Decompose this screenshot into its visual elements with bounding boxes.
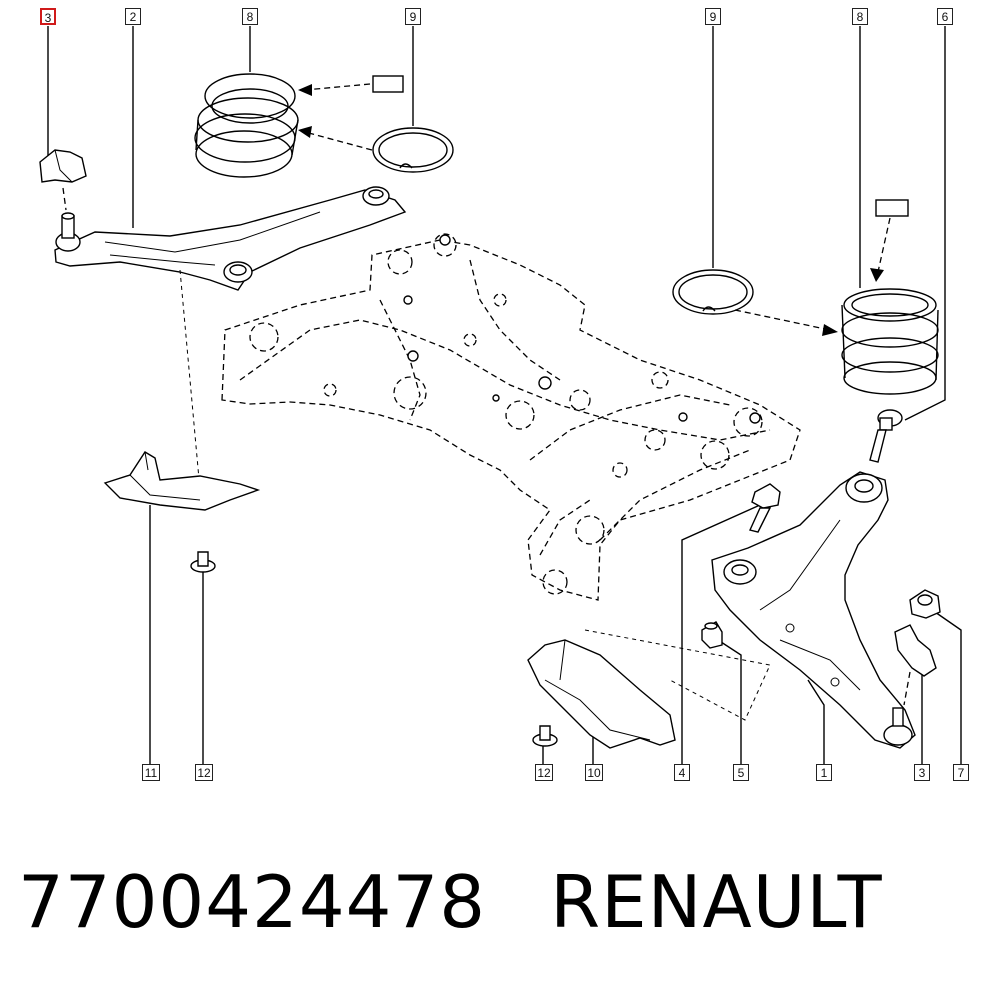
center-clip: [532, 725, 558, 747]
nut-7: [909, 589, 941, 619]
left-splash-shield: [103, 451, 261, 511]
center-splash-shield: [527, 639, 676, 749]
left-guide-line: [179, 269, 201, 491]
callout-10: 10: [585, 764, 603, 781]
right-bolt: [869, 409, 903, 463]
leader-lines: [47, 26, 962, 765]
right-spring-ring: [672, 269, 838, 336]
left-spring-insulator: [298, 75, 454, 173]
callout-9-right: 9: [705, 8, 721, 25]
callout-2: 2: [125, 8, 141, 25]
shield-outline-dashed: [584, 629, 771, 721]
callout-11: 11: [142, 764, 160, 781]
callout-4: 4: [674, 764, 690, 781]
right-lower-arm: [711, 471, 916, 749]
right-spring-insulator: [870, 199, 909, 282]
callout-5: 5: [733, 764, 749, 781]
exploded-suspension-diagram: [39, 26, 962, 765]
callout-6: 6: [937, 8, 953, 25]
left-coil-spring: [194, 73, 299, 178]
callout-1: 1: [816, 764, 832, 781]
callout-3-top: 3: [40, 8, 56, 25]
left-clip: [190, 551, 216, 573]
nut-5: [701, 621, 723, 649]
callout-9-left: 9: [405, 8, 421, 25]
callout-3-bottom: 3: [914, 764, 930, 781]
part-caption: 7700424478 RENAULT: [18, 852, 883, 952]
brand-name: RENAULT: [550, 860, 883, 944]
right-coil-spring: [841, 288, 939, 395]
right-ball-joint-cap: [894, 624, 937, 706]
callout-12-left: 12: [195, 764, 213, 781]
part-number: 7700424478: [18, 860, 487, 944]
callout-12-right: 12: [535, 764, 553, 781]
subframe: [221, 233, 801, 601]
callout-7: 7: [953, 764, 969, 781]
center-bolt: [749, 483, 781, 533]
callout-8-right: 8: [852, 8, 868, 25]
callout-8-left: 8: [242, 8, 258, 25]
left-wishbone: [54, 186, 407, 291]
left-ball-joint-cap: [39, 149, 87, 211]
